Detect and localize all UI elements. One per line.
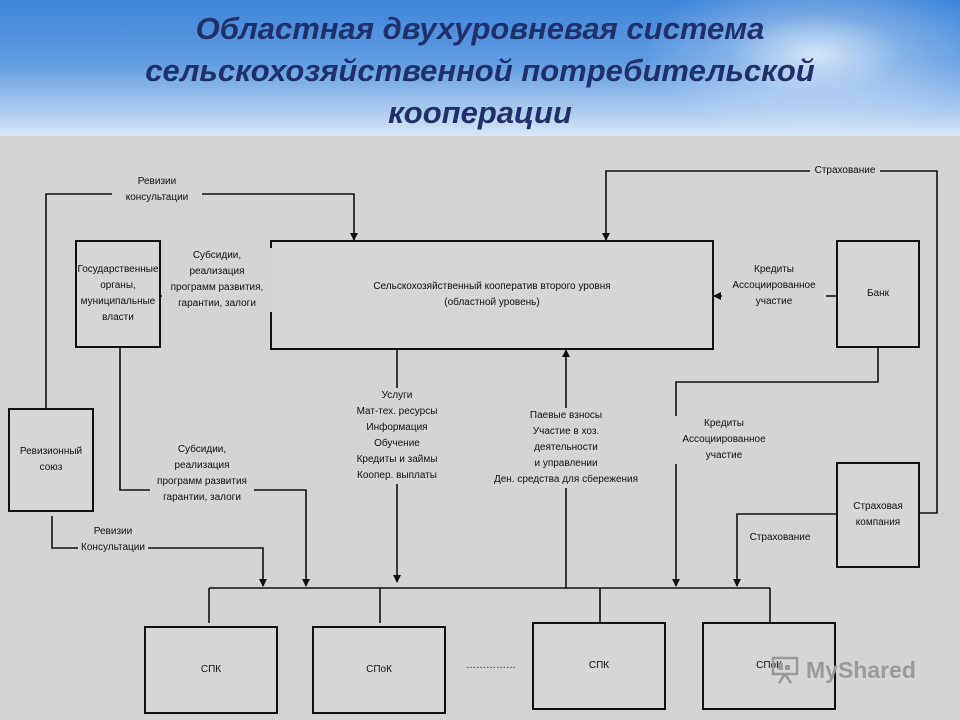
coop-line-1: Сельскохозяйственный кооператив второго …: [373, 281, 611, 292]
bank-label: Банк: [866, 288, 890, 299]
spk-box-2: СПК: [532, 622, 666, 710]
spok-box-2: СПоК: [702, 622, 836, 710]
label-revision-top: Ревизии консультации: [112, 174, 202, 206]
title-line-3: кооперации: [388, 95, 572, 130]
label-subsidies-bottom: Субсидии, реализация программ развития г…: [150, 442, 254, 506]
label-shares: Паевые взносы Участие в хоз. деятельност…: [492, 408, 640, 488]
gov-line-4: власти: [102, 312, 134, 323]
title-line-2: сельскохозяйственной потребительской: [145, 53, 815, 88]
gov-line-3: муниципальные: [80, 296, 156, 307]
cooperation-diagram: Сельскохозяйственный кооператив второго …: [0, 136, 960, 720]
spk-label-2: СПК: [588, 660, 610, 671]
label-credits-top: Кредиты Ассоциированное участие: [722, 262, 826, 310]
watermark: MyShared: [770, 656, 916, 684]
label-insurance-bottom: Страхование: [744, 530, 816, 546]
label-subsidies-top: Субсидии, реализация программ развития, …: [162, 248, 272, 312]
insurer-line-2: компания: [855, 517, 901, 528]
ellipsis-dots: ……………: [466, 660, 516, 671]
coop-second-level-box: Сельскохозяйственный кооператив второго …: [270, 240, 714, 350]
spok-label-2: СПоК: [756, 660, 782, 671]
revision-union-box: Ревизионный союз: [8, 408, 94, 512]
watermark-text: MyShared: [806, 656, 916, 683]
bank-box: Банк: [836, 240, 920, 348]
page-title: Областная двухуровневая система сельскох…: [0, 8, 960, 134]
insurer-line-1: Страховая: [853, 501, 903, 512]
header: Областная двухуровневая система сельскох…: [0, 0, 960, 136]
revision-line-1: Ревизионный: [19, 446, 83, 457]
spok-label-1: СПоК: [366, 664, 392, 675]
label-credits-mid: Кредиты Ассоциированное участие: [674, 416, 774, 464]
spk-label-1: СПК: [200, 664, 222, 675]
label-services: Услуги Мат-тех. ресурсы Информация Обуче…: [342, 388, 452, 484]
gov-bodies-box: Государственные органы, муниципальные вл…: [75, 240, 161, 348]
arrow-bank-credits-down: [672, 348, 879, 587]
coop-line-2: (областной уровень): [444, 297, 540, 308]
label-revision-bottom: Ревизии Консультации: [78, 524, 148, 556]
arrow-revision-down: [51, 516, 267, 587]
gov-line-1: Государственные: [77, 264, 159, 275]
gov-line-2: органы,: [100, 280, 136, 291]
presentation-icon: [771, 656, 799, 684]
revision-line-2: союз: [39, 462, 63, 473]
insurance-company-box: Страховая компания: [836, 462, 920, 568]
spok-box-1: СПоК: [312, 626, 446, 714]
label-insurance-top: Страхование: [810, 163, 880, 179]
arrow-insurance-down: [733, 513, 836, 587]
title-line-1: Областная двухуровневая система: [195, 11, 765, 46]
sunlight-decoration: [640, 0, 960, 136]
spk-box-1: СПК: [144, 626, 278, 714]
